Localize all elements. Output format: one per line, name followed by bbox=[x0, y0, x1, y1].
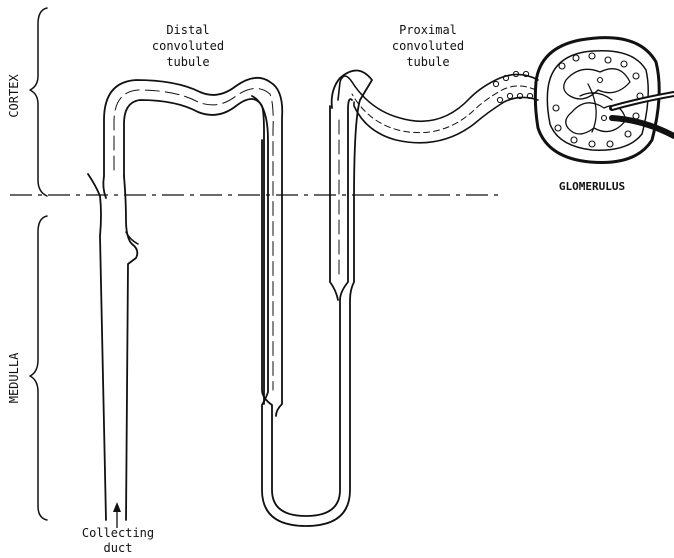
medulla-brace bbox=[30, 216, 47, 520]
distal-label-line3: tubule bbox=[166, 55, 209, 69]
proximal-tubule bbox=[338, 71, 538, 142]
distal-label-line2: convoluted bbox=[152, 39, 224, 53]
collecting-label-line2: duct bbox=[104, 541, 133, 555]
cortex-brace bbox=[30, 8, 47, 196]
loop-of-henle bbox=[252, 70, 372, 526]
proximal-label-line2: convoluted bbox=[392, 39, 464, 53]
proximal-label-line3: tubule bbox=[406, 55, 449, 69]
glomerulus bbox=[535, 38, 674, 163]
medulla-label: MEDULLA bbox=[7, 352, 21, 403]
glomerulus-label: GLOMERULUS bbox=[559, 180, 625, 193]
cortex-label: CORTEX bbox=[7, 74, 21, 118]
distal-label: Distal convoluted tubule bbox=[152, 23, 224, 69]
collecting-duct-label: Collecting duct bbox=[82, 526, 154, 555]
collecting-duct bbox=[88, 174, 138, 528]
distal-tubule bbox=[104, 78, 282, 416]
proximal-label-line1: Proximal bbox=[399, 23, 457, 37]
collecting-label-line1: Collecting bbox=[82, 526, 154, 540]
distal-label-line1: Distal bbox=[166, 23, 209, 37]
proximal-label: Proximal convoluted tubule bbox=[392, 23, 464, 69]
